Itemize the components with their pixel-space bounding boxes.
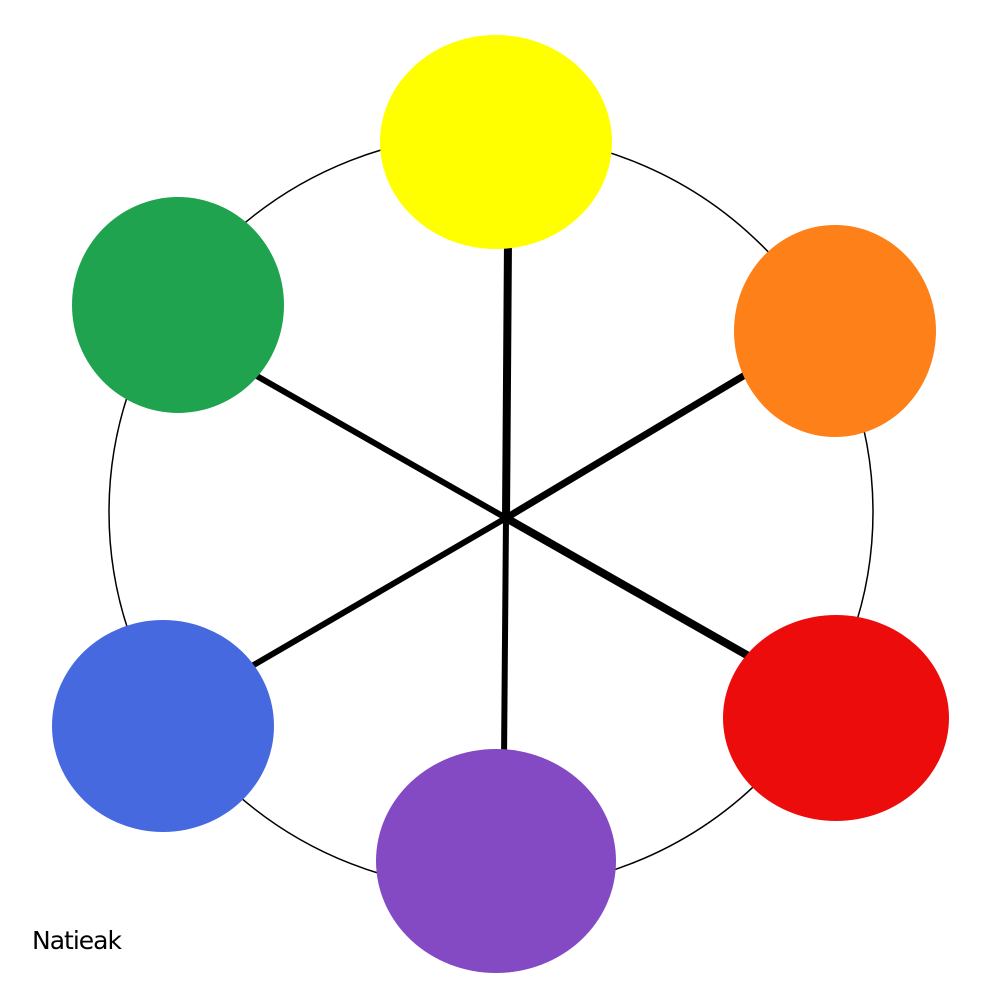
- swatch-yellow: [380, 35, 612, 249]
- swatch-green: [72, 197, 284, 413]
- spoke-blue: [250, 515, 508, 669]
- swatch-blue: [52, 620, 274, 832]
- spoke-red: [504, 514, 754, 662]
- spoke-green: [253, 372, 508, 521]
- signature-watermark: Natieak: [32, 926, 122, 955]
- spoke-orange: [504, 368, 752, 522]
- spoke-yellow: [502, 239, 512, 519]
- swatch-orange: [734, 225, 936, 437]
- swatch-purple: [376, 749, 616, 973]
- swatch-red: [723, 615, 949, 821]
- spoke-purple: [501, 517, 509, 761]
